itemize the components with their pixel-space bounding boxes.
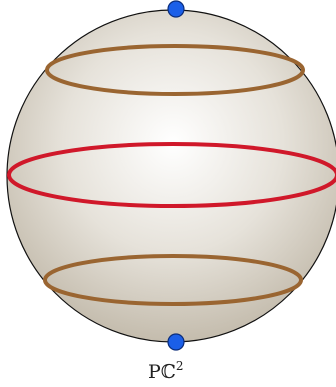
- label-base: P: [148, 361, 161, 383]
- north-pole-point: [168, 1, 184, 17]
- label-field: ℂ: [161, 361, 176, 383]
- label-exponent: 2: [176, 359, 184, 373]
- space-label: Pℂ2: [148, 359, 184, 383]
- south-pole-point: [168, 334, 184, 350]
